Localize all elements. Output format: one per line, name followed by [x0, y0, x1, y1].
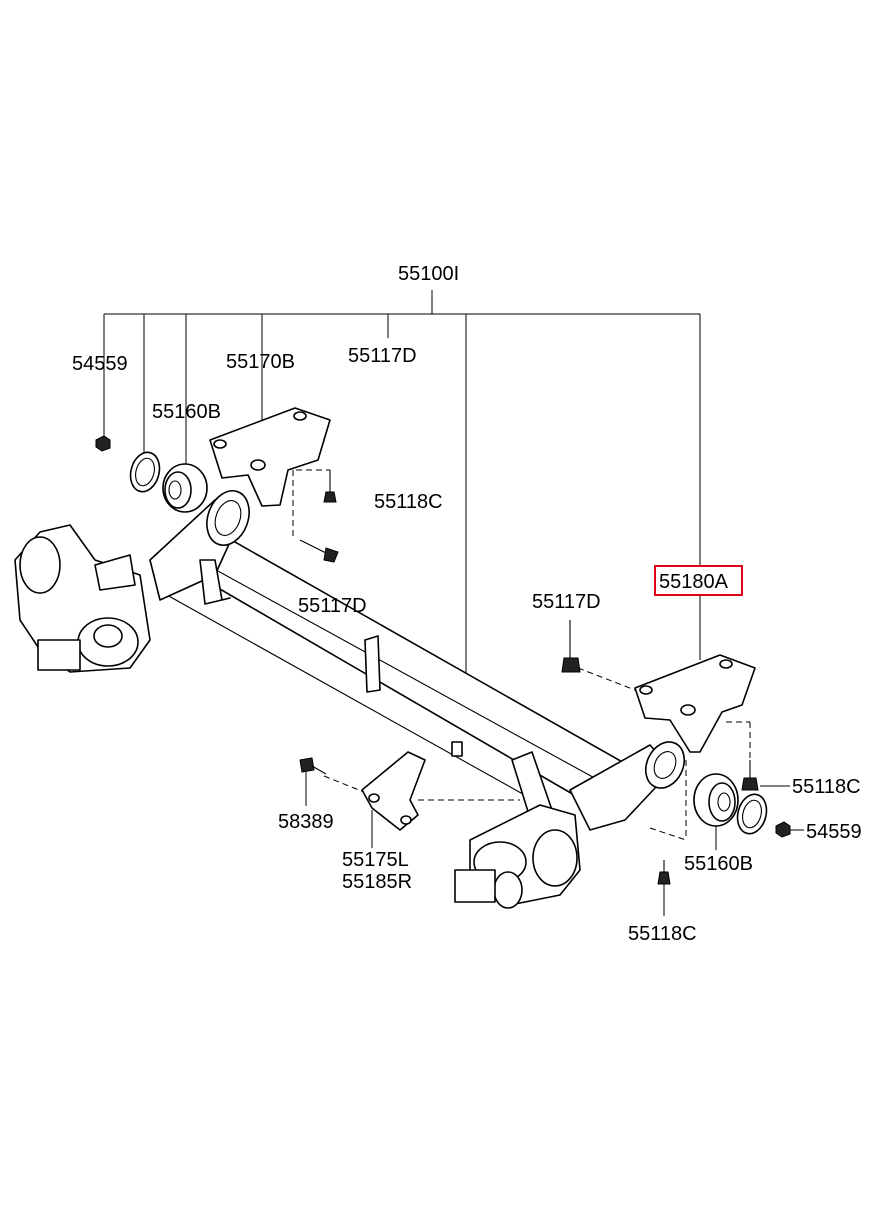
right-bracket-55180A[interactable] — [634, 654, 756, 753]
left-bracket-55170B[interactable] — [209, 407, 331, 507]
right-nut-54559[interactable] — [775, 821, 791, 838]
label-55117D-right[interactable]: 55117D — [532, 591, 601, 613]
right-lower-screw-55118C-icon — [657, 860, 671, 916]
label-55160B-left[interactable]: 55160B — [152, 401, 221, 423]
left-trailing-arm[interactable] — [14, 485, 256, 673]
left-screw-55118C-icon — [323, 470, 337, 503]
label-54559-left[interactable]: 54559 — [72, 353, 128, 375]
left-nut-54559[interactable] — [95, 435, 111, 452]
label-55180A[interactable]: 55180A — [659, 571, 729, 593]
label-58389[interactable]: 58389 — [278, 811, 334, 833]
left-bushing-55160B[interactable] — [162, 463, 208, 513]
label-55160B-right[interactable]: 55160B — [684, 853, 753, 875]
label-55118C-bottom[interactable]: 55118C — [628, 923, 697, 945]
assembly-leader-tree — [103, 290, 701, 710]
right-bolt-55117D-icon — [561, 620, 636, 691]
right-trailing-arm[interactable] — [454, 736, 691, 909]
label-55118C-right[interactable]: 55118C — [792, 776, 861, 798]
label-55117D-left[interactable]: 55117D — [298, 595, 367, 617]
label-55118C-left[interactable]: 55118C — [374, 491, 443, 513]
right-bushing-55160B[interactable] — [693, 773, 739, 850]
middle-bracket-55175L-55185R[interactable] — [361, 751, 426, 848]
left-washer-icon — [129, 451, 161, 493]
label-55185R[interactable]: 55185R — [342, 871, 412, 893]
left-bolt-55117D-icon — [299, 539, 339, 563]
label-55170B[interactable]: 55170B — [226, 351, 295, 373]
right-screw-55118C-icon — [741, 760, 759, 791]
highlight-box-55180A — [654, 565, 743, 596]
label-55117D-top[interactable]: 55117D — [348, 345, 417, 367]
label-54559-right[interactable]: 54559 — [806, 821, 862, 843]
right-washer-icon — [736, 793, 768, 835]
bolt-58389-icon — [299, 757, 327, 806]
label-55100I[interactable]: 55100I — [398, 263, 459, 285]
label-55175L[interactable]: 55175L — [342, 849, 409, 871]
